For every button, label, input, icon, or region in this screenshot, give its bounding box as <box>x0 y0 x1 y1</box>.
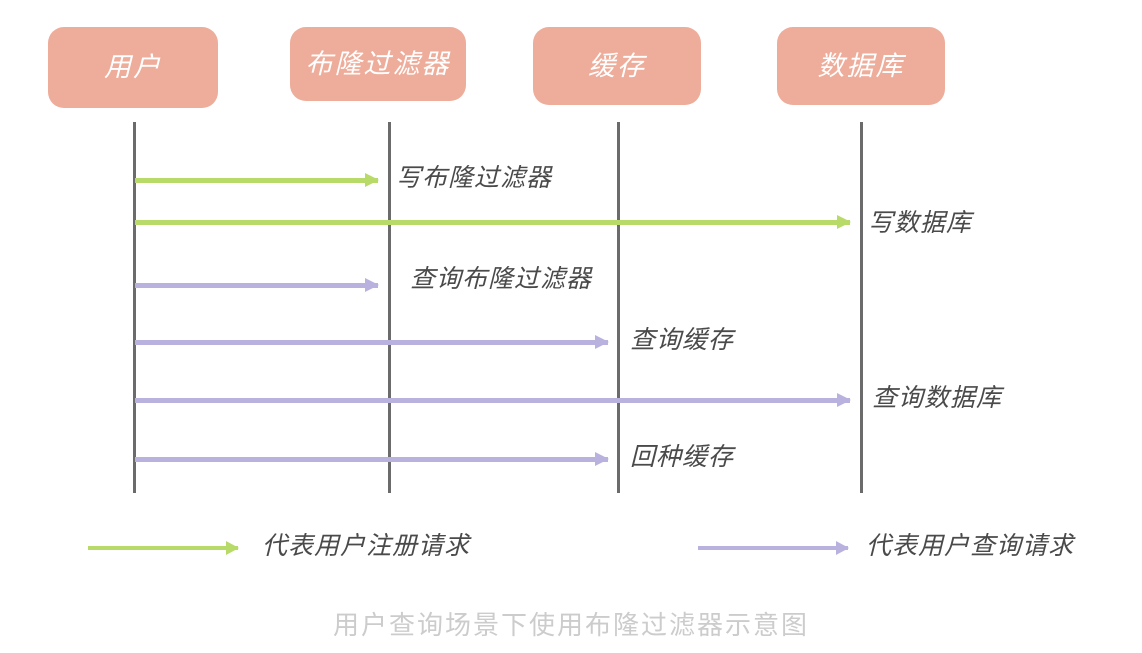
actor-box-user[interactable]: 用户 <box>48 27 218 108</box>
lifeline-database <box>860 122 863 493</box>
message-arrow-backfill-cache[interactable] <box>135 452 609 466</box>
actor-label-database: 数据库 <box>817 50 905 82</box>
message-arrow-query-database[interactable] <box>135 393 851 407</box>
legend-arrow-register-request <box>88 541 239 555</box>
actor-label-user: 用户 <box>104 52 162 83</box>
arrow-head-icon <box>837 215 851 229</box>
diagram-caption: 用户查询场景下使用布隆过滤器示意图 <box>332 611 809 641</box>
actor-box-database[interactable]: 数据库 <box>777 27 945 105</box>
message-label-backfill-cache: 回种缓存 <box>630 442 735 471</box>
message-arrow-write-bloom-filter[interactable] <box>135 173 379 187</box>
arrow-shaft <box>135 220 850 225</box>
arrow-head-icon <box>226 541 239 555</box>
actor-box-cache[interactable]: 缓存 <box>533 27 701 105</box>
message-label-query-database: 查询数据库 <box>872 383 1003 412</box>
arrow-head-icon <box>595 452 609 466</box>
arrow-shaft <box>135 178 378 183</box>
arrow-head-icon <box>836 541 849 555</box>
message-arrow-query-bloom-filter[interactable] <box>135 278 379 292</box>
arrow-shaft <box>135 457 608 462</box>
arrow-shaft <box>135 340 608 345</box>
arrow-shaft <box>135 398 850 403</box>
arrow-shaft <box>698 546 848 550</box>
arrow-head-icon <box>595 335 609 349</box>
message-arrow-write-database[interactable] <box>135 215 851 229</box>
arrow-head-icon <box>365 278 379 292</box>
legend-label-register-request: 代表用户注册请求 <box>262 531 471 560</box>
message-label-write-bloom-filter: 写布隆过滤器 <box>396 163 553 192</box>
actor-label-cache: 缓存 <box>588 50 646 82</box>
legend-label-query-request: 代表用户查询请求 <box>866 531 1075 560</box>
actor-box-bloom-filter[interactable]: 布隆过滤器 <box>290 27 466 101</box>
arrow-head-icon <box>837 393 851 407</box>
arrow-head-icon <box>365 173 379 187</box>
message-arrow-query-cache[interactable] <box>135 335 609 349</box>
lifeline-cache <box>617 122 620 493</box>
actor-label-bloom-filter: 布隆过滤器 <box>305 48 451 80</box>
arrow-shaft <box>135 283 378 288</box>
lifeline-user <box>133 122 136 493</box>
message-label-query-bloom-filter: 查询布隆过滤器 <box>410 264 593 293</box>
message-label-query-cache: 查询缓存 <box>630 325 735 354</box>
legend-arrow-query-request <box>698 541 849 555</box>
arrow-shaft <box>88 546 238 550</box>
lifeline-bloom-filter <box>388 122 391 493</box>
message-label-write-database: 写数据库 <box>868 208 973 237</box>
